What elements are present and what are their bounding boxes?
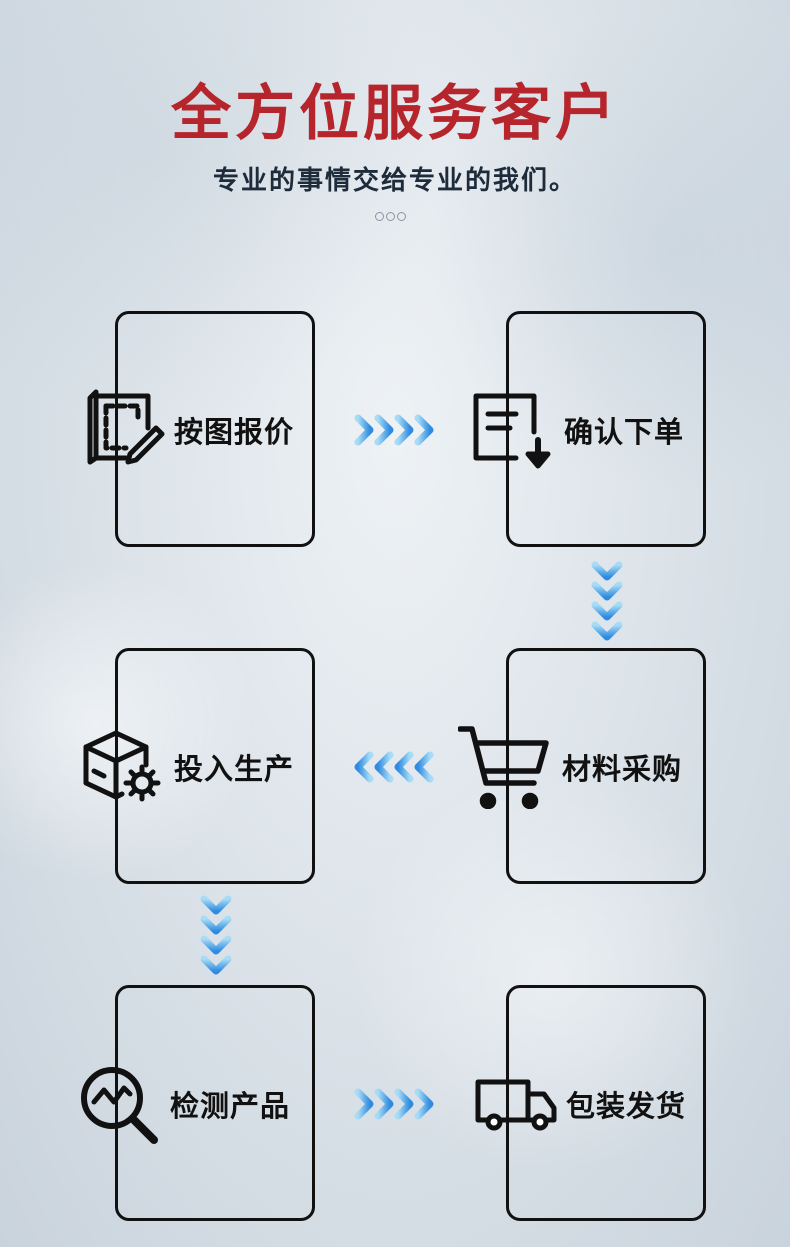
blueprint-pencil-icon xyxy=(82,388,166,472)
magnifier-chart-icon xyxy=(78,1062,162,1146)
step-label: 投入生产 xyxy=(174,752,295,786)
step-box-quote xyxy=(115,311,315,547)
shopping-cart-icon xyxy=(458,725,554,809)
delivery-truck-icon xyxy=(474,1062,558,1146)
step-box-shipping xyxy=(506,985,706,1221)
step-purchase: 材料采购 xyxy=(458,725,683,809)
step-inspection: 检测产品 xyxy=(78,1064,290,1144)
step-box-inspection xyxy=(115,985,315,1221)
arrow-left-1 xyxy=(354,751,434,783)
step-label: 按图报价 xyxy=(174,415,295,449)
page-title: 全方位服务客户 xyxy=(171,79,619,149)
arrow-down-1 xyxy=(591,561,623,641)
step-order: 确认下单 xyxy=(472,390,684,470)
step-label: 确认下单 xyxy=(564,415,685,449)
step-box-purchase xyxy=(506,648,706,884)
decorative-dots xyxy=(375,212,406,221)
arrow-right-1 xyxy=(354,414,434,446)
step-label: 包装发货 xyxy=(566,1089,687,1123)
arrow-right-2 xyxy=(354,1088,434,1120)
step-label: 材料采购 xyxy=(562,752,683,786)
box-gear-icon xyxy=(82,725,166,809)
document-download-icon xyxy=(472,388,556,472)
step-production: 投入生产 xyxy=(82,727,294,807)
step-shipping: 包装发货 xyxy=(474,1064,686,1144)
step-label: 检测产品 xyxy=(170,1089,291,1123)
page-subtitle: 专业的事情交给专业的我们。 xyxy=(212,166,577,196)
step-quote: 按图报价 xyxy=(82,388,295,472)
arrow-down-2 xyxy=(200,895,232,975)
